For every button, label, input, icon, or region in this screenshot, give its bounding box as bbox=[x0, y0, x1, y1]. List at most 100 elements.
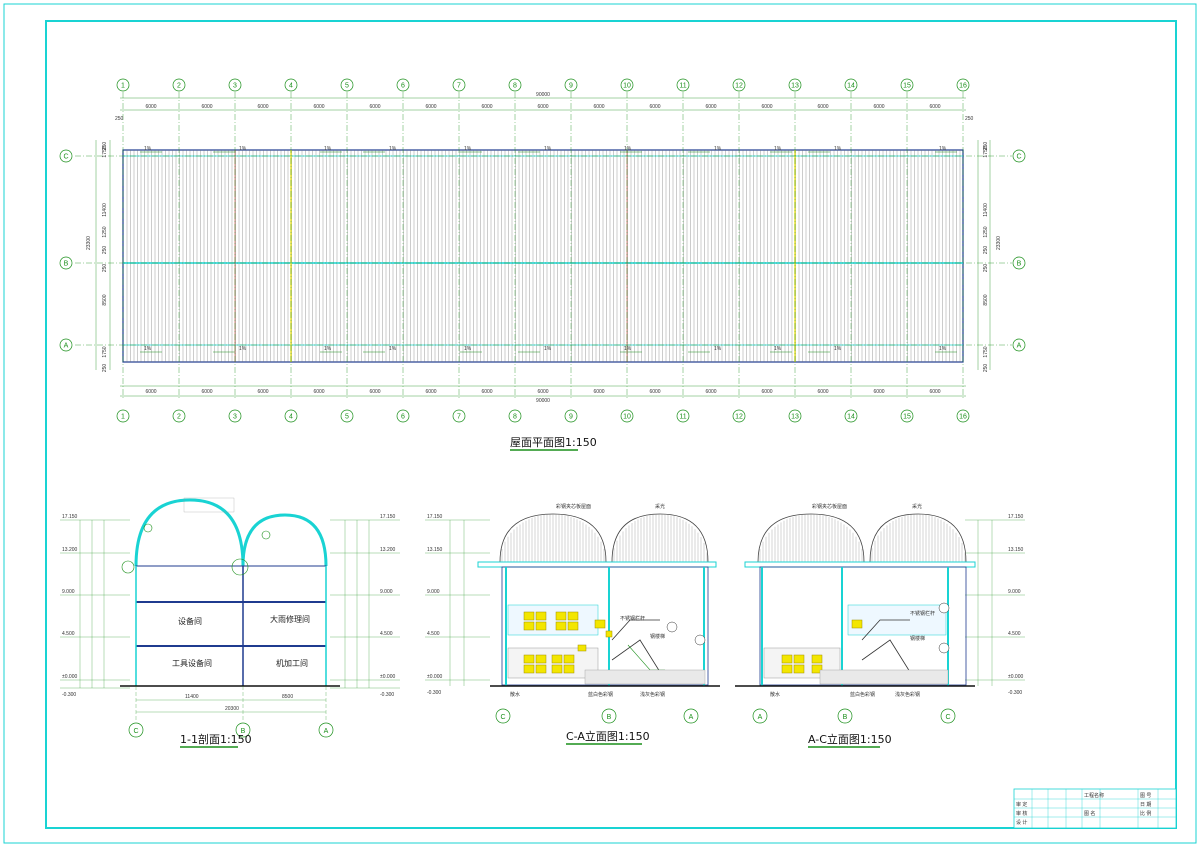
bay-dim-top: 6000 bbox=[705, 104, 716, 110]
elevation-a-c: 17.150 13.150 9.000 4.500 ±0.000 -0.300 bbox=[735, 503, 1025, 748]
section-level-3: 9.000 bbox=[62, 589, 75, 595]
left-dim: 1250 bbox=[102, 226, 108, 237]
bay-dim-top: 6000 bbox=[145, 104, 156, 110]
elev2-level-2: 13.150 bbox=[1008, 547, 1024, 553]
column-axis-label: 13 bbox=[791, 414, 799, 421]
elev2-axis-2: B bbox=[843, 714, 848, 721]
column-axis-bubbles: 1122334455667788991010111112121313141415… bbox=[116, 78, 970, 423]
title-block: 审 定 审 核 设 计 工程名称 图 名 图 号 日 期 比 例 bbox=[1013, 788, 1177, 829]
column-axis-label: 5 bbox=[345, 414, 349, 421]
room-4: 机加工间 bbox=[276, 658, 308, 668]
elev2-levels: 17.150 13.150 9.000 4.500 ±0.000 -0.300 bbox=[965, 514, 1025, 696]
room-2: 大雨修理间 bbox=[270, 614, 310, 624]
slope-label: 1% bbox=[834, 146, 842, 152]
column-axis-label: 12 bbox=[735, 414, 743, 421]
slope-label: 1% bbox=[324, 346, 332, 352]
left-dim: 1750 bbox=[102, 146, 108, 157]
bay-dim-top: 6000 bbox=[761, 104, 772, 110]
slope-label: 1% bbox=[324, 146, 332, 152]
room-1: 设备间 bbox=[178, 616, 202, 626]
column-axis-label: 16 bbox=[959, 414, 967, 421]
section-level-r3: 9.000 bbox=[380, 589, 393, 595]
elev1-axis-2: B bbox=[607, 714, 612, 721]
bay-dim-top: 6000 bbox=[817, 104, 828, 110]
row-axis-label: A bbox=[1017, 343, 1022, 350]
section-dim-3: 20300 bbox=[225, 706, 239, 712]
elev2-axis-1: A bbox=[758, 714, 763, 721]
tb-row-2: 审 核 bbox=[1016, 810, 1027, 817]
roof-ribs bbox=[126, 150, 961, 362]
slope-label: 1% bbox=[774, 346, 782, 352]
elev1-label-grey: 浅灰色彩钢 bbox=[640, 691, 665, 698]
elev1-roof-ribs bbox=[501, 514, 708, 562]
elev2-level-1: 17.150 bbox=[1008, 514, 1024, 520]
column-axis-label: 4 bbox=[289, 83, 293, 90]
right-dim: 250 bbox=[983, 142, 989, 151]
slope-label: 1% bbox=[624, 146, 632, 152]
column-axis-label: 15 bbox=[903, 83, 911, 90]
section-1-1: 17.150 13.200 9.000 4.500 ±0.000 -0.300 … bbox=[60, 497, 400, 748]
slope-label: 1% bbox=[239, 346, 247, 352]
inner-frame bbox=[45, 20, 1177, 829]
elev1-level-3: 9.000 bbox=[427, 589, 440, 595]
right-dim: 250 bbox=[983, 264, 989, 273]
elev1-level-5: ±0.000 bbox=[427, 674, 442, 680]
column-axis-label: 4 bbox=[289, 414, 293, 421]
elev1-label-apron: 散水 bbox=[510, 691, 520, 698]
bay-dim-bottom: 6000 bbox=[481, 389, 492, 395]
left-dim: 11400 bbox=[102, 203, 108, 217]
elev1-title: C-A立面图1:150 bbox=[566, 729, 650, 743]
section-level-r1: 17.150 bbox=[380, 514, 396, 520]
left-dim: 1750 bbox=[102, 346, 108, 357]
outer-frame bbox=[3, 3, 1197, 844]
elev2-label-grey: 浅灰色彩钢 bbox=[895, 691, 920, 698]
elev1-axis-3: A bbox=[689, 714, 694, 721]
column-axis-label: 14 bbox=[847, 83, 855, 90]
section-level-4: 4.500 bbox=[62, 631, 75, 637]
bay-dim-top: 6000 bbox=[593, 104, 604, 110]
elevation-c-a: 17.150 13.150 9.000 4.500 ±0.000 -0.300 bbox=[425, 503, 720, 745]
slope-label: 1% bbox=[544, 146, 552, 152]
elev1-label-blue: 蓝白色彩钢 bbox=[588, 691, 613, 698]
right-dim: 250 bbox=[983, 364, 989, 373]
right-dim: 1750 bbox=[983, 346, 989, 357]
bay-dim-top: 6000 bbox=[257, 104, 268, 110]
row-axis-label: C bbox=[63, 154, 68, 161]
tb-row-3: 设 计 bbox=[1016, 819, 1027, 826]
slope-label: 1% bbox=[714, 146, 722, 152]
column-axis-label: 11 bbox=[679, 414, 686, 421]
elev2-label-roof: 彩钢夹芯板屋面 bbox=[812, 503, 847, 510]
bay-dimensions: 6000 6000 6000 6000 6000 6000 6000 6000 6000 6000… bbox=[145, 104, 940, 395]
bay-dim-bottom: 6000 bbox=[929, 389, 940, 395]
column-axis-label: 6 bbox=[401, 414, 405, 421]
row-axis-label: B bbox=[1017, 261, 1022, 268]
slope-label: 1% bbox=[939, 146, 947, 152]
elev2-label-apron: 散水 bbox=[770, 691, 780, 698]
column-axis-label: 16 bbox=[959, 83, 967, 90]
section-right-levels: 17.150 13.200 9.000 4.500 ±0.000 -0.300 bbox=[330, 514, 400, 698]
elev1-label-stair: 钢楼梯 bbox=[650, 633, 665, 640]
right-dim: 11400 bbox=[983, 203, 989, 217]
elev2-axis-3: C bbox=[945, 714, 950, 721]
column-axis-label: 9 bbox=[569, 414, 573, 421]
column-axis-label: 2 bbox=[177, 83, 181, 90]
tb-label-3: 图 号 bbox=[1140, 793, 1151, 799]
slope-label: 1% bbox=[144, 346, 152, 352]
bay-dim-bottom: 6000 bbox=[313, 389, 324, 395]
plan-overall-depth-right: 23300 bbox=[996, 236, 1002, 250]
bay-dim-top: 6000 bbox=[369, 104, 380, 110]
column-axis-label: 2 bbox=[177, 414, 181, 421]
left-dim: 250 bbox=[102, 364, 108, 373]
bay-dim-bottom: 6000 bbox=[873, 389, 884, 395]
slope-label: 1% bbox=[239, 146, 247, 152]
tb-label-1: 工程名称 bbox=[1084, 792, 1104, 799]
bay-dim-bottom: 6000 bbox=[369, 389, 380, 395]
column-axis-label: 8 bbox=[513, 414, 517, 421]
column-axis-label: 8 bbox=[513, 83, 517, 90]
right-dim: 250 bbox=[983, 246, 989, 255]
column-axis-label: 1 bbox=[121, 414, 125, 421]
bay-dim-top: 6000 bbox=[481, 104, 492, 110]
